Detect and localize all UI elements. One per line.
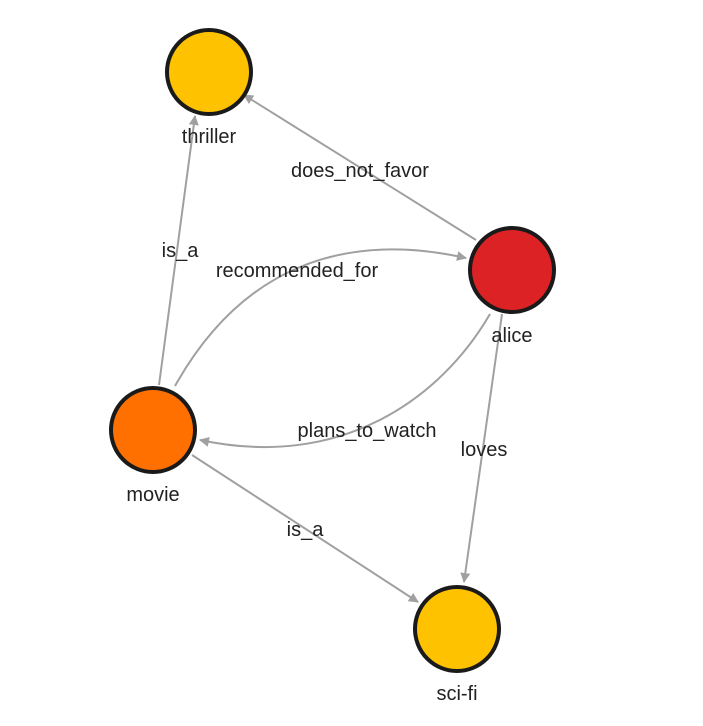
node-scifi-circle[interactable] [413,585,501,673]
node-movie-label: movie [126,484,179,506]
edge-label-loves: loves [461,439,508,461]
edge-alice-movie [199,313,491,449]
edge-label-is-a-scifi: is_a [287,519,325,541]
edge-label-recommended-for: recommended_for [216,260,379,282]
node-thriller-circle[interactable] [165,28,253,116]
node-alice-circle[interactable] [468,226,556,314]
node-movie[interactable]: movie [109,386,197,506]
edge-label-does-not-favor: does_not_favor [291,160,429,182]
node-scifi-label: sci-fi [436,683,477,705]
edges [158,94,503,603]
nodes: thriller alice movie sci-fi [109,28,556,705]
edge-label-plans-to-watch: plans_to_watch [298,420,437,442]
node-thriller-label: thriller [182,126,237,148]
node-thriller[interactable]: thriller [165,28,253,148]
edge-alice-scifi [460,313,503,583]
node-movie-circle[interactable] [109,386,197,474]
node-scifi[interactable]: sci-fi [413,585,501,705]
edge-alice-thriller [243,94,477,241]
edge-movie-thriller [158,115,199,386]
edge-label-is-a-thriller: is_a [162,240,200,262]
edge-labels: does_not_favor is_a recommended_for plan… [162,160,508,541]
node-alice-label: alice [491,325,532,347]
edge-movie-scifi [191,454,419,603]
edge-movie-alice [174,248,467,387]
node-alice[interactable]: alice [468,226,556,347]
